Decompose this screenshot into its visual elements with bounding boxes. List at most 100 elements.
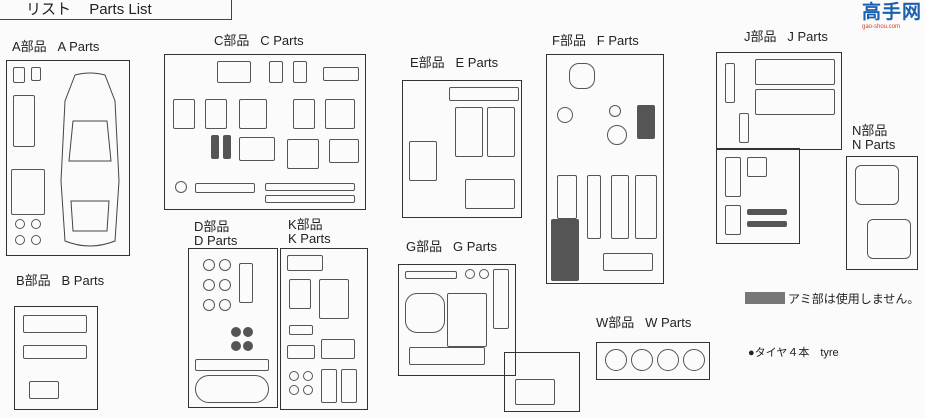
part	[855, 165, 899, 205]
part	[747, 221, 787, 227]
sprue-g-sub	[504, 352, 580, 412]
group-label-e: E部品 E Parts	[410, 55, 499, 70]
part	[725, 157, 741, 197]
part	[31, 67, 41, 81]
part	[569, 63, 595, 89]
part	[195, 375, 269, 403]
group-label-g: G部品 G Parts	[406, 239, 498, 254]
part	[239, 99, 267, 129]
tyre-part	[631, 349, 653, 371]
sprue-d	[188, 248, 278, 408]
part	[479, 269, 489, 279]
part	[747, 209, 787, 215]
part	[219, 279, 231, 291]
title-jp: リスト	[26, 1, 72, 18]
part	[203, 279, 215, 291]
group-label-c: C部品 C Parts	[214, 33, 304, 48]
part	[289, 371, 299, 381]
sprue-g	[398, 264, 516, 376]
part	[205, 99, 227, 129]
part	[611, 175, 629, 239]
part	[217, 61, 251, 83]
tyre-note: ●タイヤ４本 tyre	[748, 347, 839, 359]
part	[287, 255, 323, 271]
part	[293, 61, 307, 83]
part	[587, 175, 601, 239]
part	[487, 107, 515, 157]
sprue-c	[164, 54, 366, 210]
part	[219, 259, 231, 271]
part	[493, 269, 509, 329]
tyre-part	[683, 349, 705, 371]
part	[31, 219, 41, 229]
part	[195, 359, 269, 371]
part	[203, 259, 215, 271]
unused-swatch	[745, 292, 785, 304]
group-label-a: A部品 A Parts	[12, 39, 100, 54]
title-en: Parts List	[89, 1, 152, 18]
part	[289, 325, 313, 335]
part	[231, 341, 241, 351]
part	[15, 235, 25, 245]
part	[13, 67, 25, 83]
part	[15, 219, 25, 229]
part	[323, 67, 359, 81]
part	[603, 253, 653, 271]
sprue-j-lower	[716, 148, 800, 244]
part	[321, 369, 337, 403]
part	[321, 339, 355, 359]
part	[447, 293, 487, 347]
part	[867, 219, 911, 259]
part	[455, 107, 483, 157]
part	[265, 183, 355, 191]
sprue-w	[596, 342, 710, 380]
part	[341, 369, 357, 403]
group-label-w: W部品 W Parts	[596, 315, 692, 330]
part	[609, 105, 621, 117]
part	[319, 279, 349, 319]
part	[449, 87, 519, 101]
part	[265, 195, 355, 203]
sprue-k	[280, 248, 368, 410]
part	[747, 157, 767, 177]
part	[13, 95, 35, 147]
part	[635, 175, 657, 239]
part	[409, 347, 485, 365]
part	[231, 327, 241, 337]
watermark-logo: 高手网 gao-shou.com	[862, 2, 923, 30]
part	[755, 59, 835, 85]
part	[465, 179, 515, 209]
part	[725, 205, 741, 235]
part	[243, 341, 253, 351]
part	[325, 99, 355, 129]
part	[219, 299, 231, 311]
part	[465, 269, 475, 279]
sprue-f	[546, 54, 664, 284]
part	[23, 345, 87, 359]
part	[239, 137, 275, 161]
part	[289, 385, 299, 395]
part	[755, 89, 835, 115]
part	[269, 61, 283, 83]
part	[11, 169, 45, 215]
page-title: リスト Parts List	[0, 0, 232, 20]
car-body-part	[60, 72, 120, 247]
part	[239, 263, 253, 303]
sprue-n	[846, 156, 918, 270]
part	[557, 107, 573, 123]
part	[551, 219, 579, 281]
part	[303, 371, 313, 381]
sprue-j	[716, 52, 842, 150]
part	[23, 315, 87, 333]
part	[287, 345, 315, 359]
group-label-j: J部品 J Parts	[744, 29, 828, 44]
sprue-a	[6, 60, 130, 256]
part	[739, 113, 749, 143]
part	[405, 293, 445, 333]
part	[203, 299, 215, 311]
part	[289, 279, 311, 309]
part	[557, 175, 577, 219]
